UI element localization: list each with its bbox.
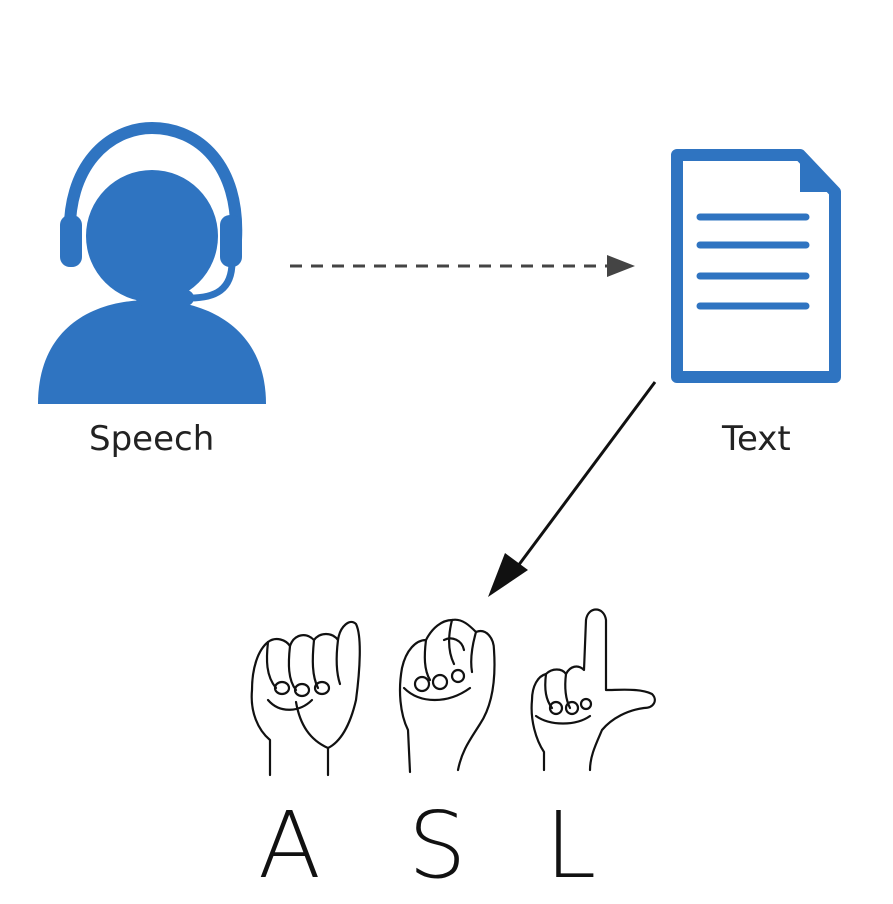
- asl-letter-l: L: [545, 792, 597, 899]
- dashed-arrow-speech-to-text: [290, 255, 635, 277]
- asl-hand-l-icon: [530, 608, 656, 772]
- asl-letter-s: S: [408, 792, 467, 899]
- text-label: Text: [722, 419, 791, 459]
- solid-arrow-text-to-asl: [488, 381, 657, 597]
- document-icon: [671, 149, 841, 383]
- asl-hand-s-icon: [398, 618, 496, 774]
- headset-person-icon: [38, 121, 266, 404]
- asl-letter-a: A: [258, 792, 321, 899]
- asl-hand-a-icon: [250, 620, 361, 777]
- speech-label: Speech: [89, 419, 215, 459]
